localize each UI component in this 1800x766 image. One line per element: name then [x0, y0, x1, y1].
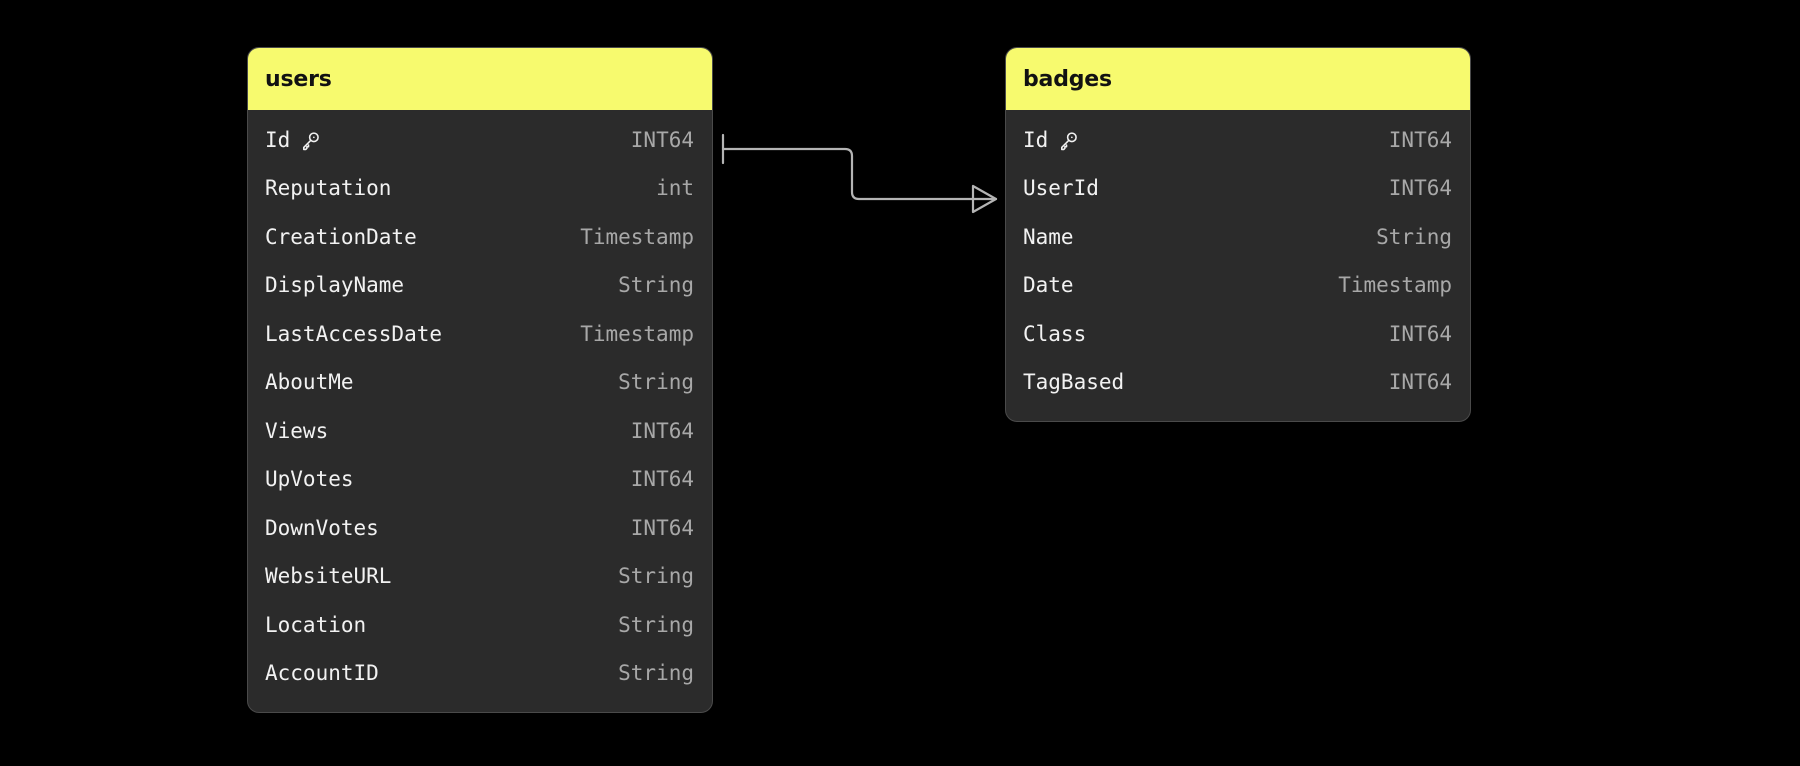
field-type: INT64: [630, 418, 694, 443]
field-label: Name: [1023, 224, 1074, 249]
entity-fields-badges: Id INT64 UserId INT64: [1006, 110, 1470, 421]
field-name: AccountID: [265, 663, 379, 684]
field-label: CreationDate: [265, 224, 417, 249]
entity-header-users: users: [248, 48, 712, 110]
field-label: Location: [265, 612, 367, 637]
field-label: LastAccessDate: [265, 321, 443, 346]
field-type: Timestamp: [580, 321, 694, 346]
field-row[interactable]: Reputation int: [248, 165, 712, 214]
field-type: INT64: [1388, 176, 1452, 201]
entity-table-badges[interactable]: badges Id INT64 Use: [1005, 47, 1471, 422]
field-name: Id: [1023, 129, 1079, 151]
entity-header-badges: badges: [1006, 48, 1470, 110]
field-name: Location: [265, 612, 367, 637]
field-name: DisplayName: [265, 275, 404, 296]
field-label: WebsiteURL: [265, 564, 392, 589]
field-name: Id: [265, 129, 321, 151]
entity-title: users: [265, 66, 332, 92]
cardinality-many-marker: [971, 184, 998, 214]
field-type: INT64: [630, 467, 694, 492]
field-name: WebsiteURL: [265, 566, 391, 587]
field-type: INT64: [1388, 127, 1452, 152]
field-label: DownVotes: [265, 515, 379, 540]
field-row[interactable]: DisplayName String: [248, 262, 712, 311]
key-icon: [1057, 130, 1079, 152]
relationship-users-badges[interactable]: [721, 133, 998, 214]
field-row[interactable]: Id INT64: [248, 116, 712, 165]
field-type: String: [1376, 224, 1452, 249]
field-type: String: [618, 612, 694, 637]
field-label: Date: [1023, 273, 1074, 298]
field-name: LastAccessDate: [265, 321, 443, 346]
field-type: String: [618, 564, 694, 589]
field-row[interactable]: Date Timestamp: [1006, 262, 1470, 311]
field-type: INT64: [630, 127, 694, 152]
key-icon: [299, 130, 321, 152]
field-type: String: [618, 370, 694, 395]
entity-fields-users: Id INT64 Reputation int: [248, 110, 712, 712]
field-label: UserId: [1023, 176, 1099, 201]
field-type: INT64: [630, 515, 694, 540]
field-row[interactable]: TagBased INT64: [1006, 359, 1470, 408]
field-name: CreationDate: [265, 224, 417, 249]
field-name: TagBased: [1023, 372, 1124, 393]
entity-title: badges: [1023, 66, 1112, 92]
field-type: String: [618, 273, 694, 298]
field-name: AboutMe: [265, 372, 354, 393]
field-label: Views: [265, 418, 329, 443]
field-label: Class: [1023, 321, 1087, 346]
field-row[interactable]: Name String: [1006, 213, 1470, 262]
field-row[interactable]: WebsiteURL String: [248, 553, 712, 602]
entity-table-users[interactable]: users Id INT64 Repu: [247, 47, 713, 713]
field-label: TagBased: [1023, 370, 1125, 395]
field-row[interactable]: AccountID String: [248, 650, 712, 699]
field-name: Class: [1023, 321, 1087, 346]
relationship-path: [721, 147, 998, 201]
field-type: String: [618, 661, 694, 686]
field-row[interactable]: Views INT64: [248, 407, 712, 456]
field-label: AboutMe: [265, 370, 354, 395]
field-label: AccountID: [265, 661, 379, 686]
field-row[interactable]: Location String: [248, 601, 712, 650]
field-type: INT64: [1388, 370, 1452, 395]
field-type: Timestamp: [1338, 273, 1452, 298]
field-name: DownVotes: [265, 515, 379, 540]
field-row[interactable]: DownVotes INT64: [248, 504, 712, 553]
field-label: Id: [1023, 127, 1049, 152]
field-row[interactable]: CreationDate Timestamp: [248, 213, 712, 262]
field-row[interactable]: LastAccessDate Timestamp: [248, 310, 712, 359]
field-type: INT64: [1388, 321, 1452, 346]
field-type: Timestamp: [580, 224, 694, 249]
field-label: Id: [265, 127, 291, 152]
field-label: UpVotes: [265, 467, 354, 492]
field-label: DisplayName: [265, 273, 405, 298]
field-name: Views: [265, 418, 329, 443]
field-row[interactable]: Id INT64: [1006, 116, 1470, 165]
field-label: Reputation: [265, 176, 392, 201]
field-name: UserId: [1023, 178, 1099, 199]
field-name: Reputation: [265, 178, 391, 199]
field-type: int: [656, 176, 694, 201]
field-row[interactable]: UpVotes INT64: [248, 456, 712, 505]
field-name: Name: [1023, 224, 1074, 249]
field-row[interactable]: Class INT64: [1006, 310, 1470, 359]
field-name: Date: [1023, 275, 1074, 296]
field-name: UpVotes: [265, 469, 354, 490]
field-row[interactable]: AboutMe String: [248, 359, 712, 408]
field-row[interactable]: UserId INT64: [1006, 165, 1470, 214]
